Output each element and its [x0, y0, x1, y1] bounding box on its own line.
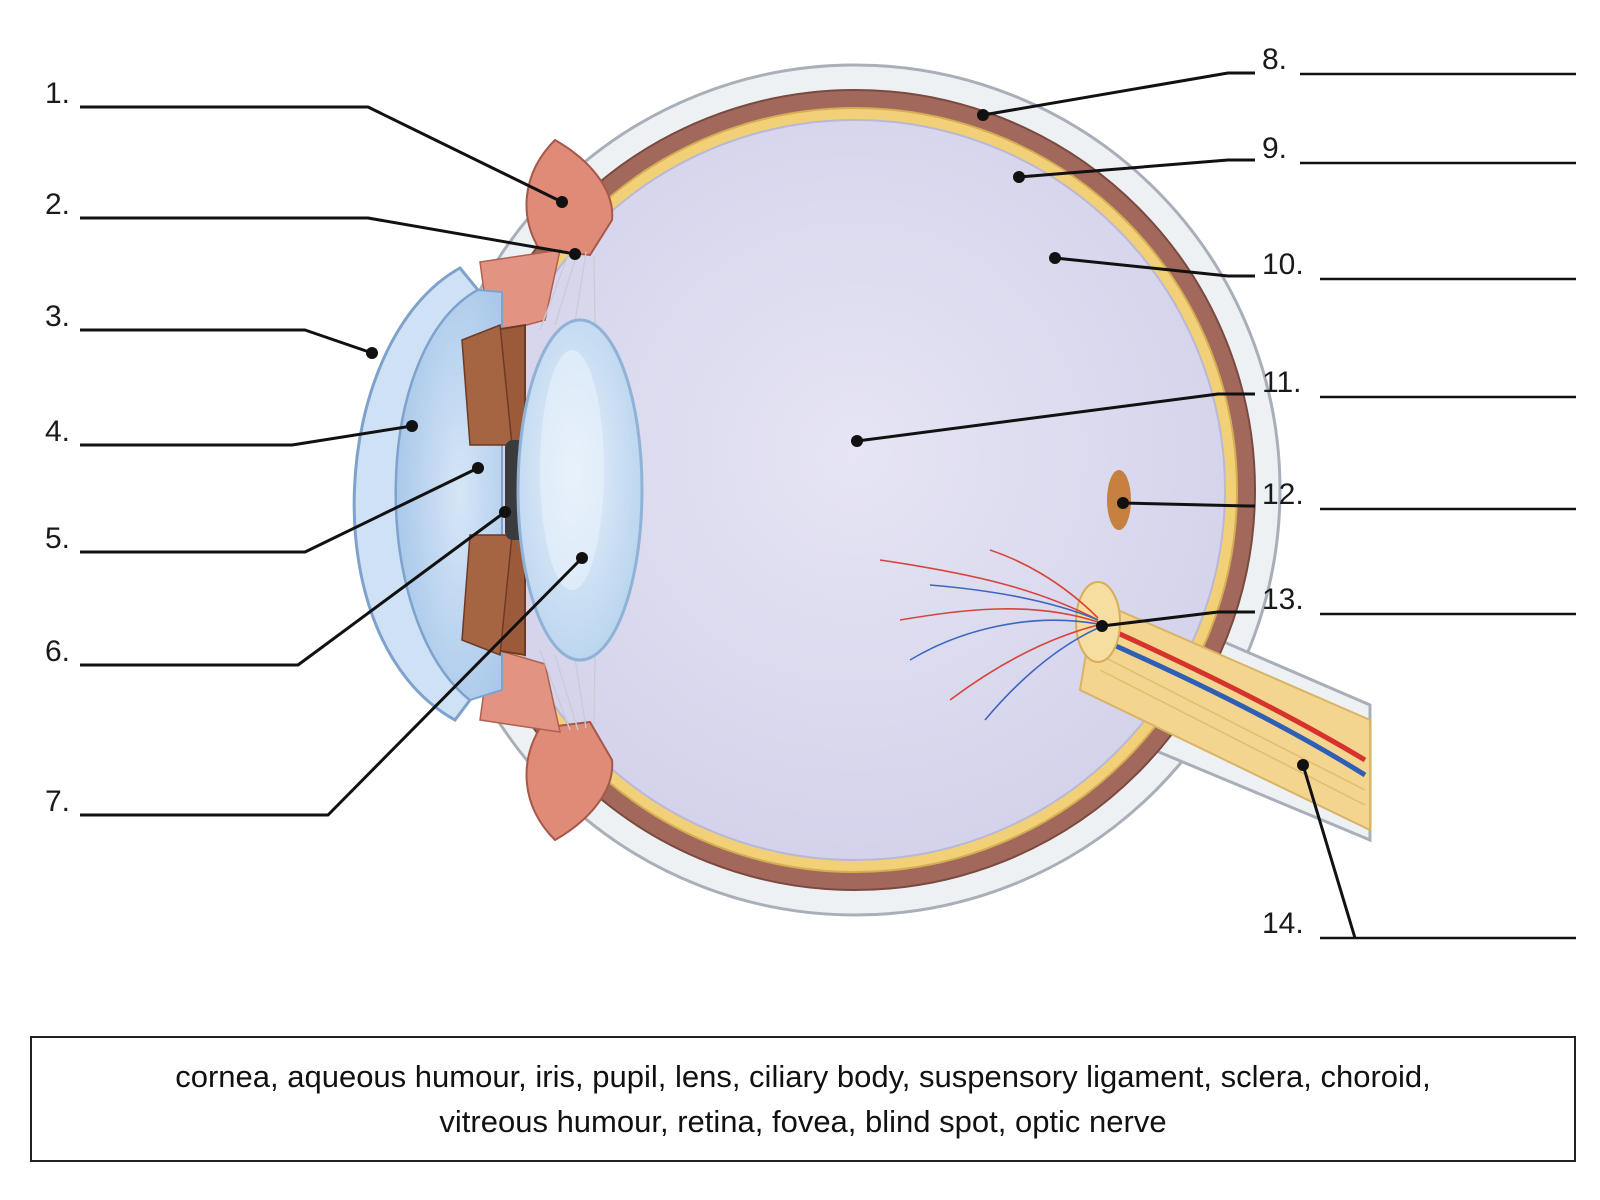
leader-10	[1054, 256, 1255, 278]
label-8: 8.	[1262, 43, 1287, 76]
label-13: 13.	[1262, 583, 1304, 616]
leader-1	[80, 105, 563, 204]
leader-dot-8	[977, 109, 989, 121]
answer-blanks	[1300, 72, 1576, 940]
leader-dot-12	[1117, 497, 1129, 509]
leader-6	[80, 510, 506, 667]
label-2: 2.	[45, 188, 70, 221]
suspensory-ligament	[539, 249, 596, 731]
iris	[461, 323, 526, 657]
leader-dot-4	[406, 420, 418, 432]
lens-highlight	[540, 350, 604, 590]
leader-12	[1122, 501, 1255, 508]
label-5: 5.	[45, 522, 70, 555]
leader-dot-3	[366, 347, 378, 359]
label-12: 12.	[1262, 478, 1304, 511]
leader-dot-11	[851, 435, 863, 447]
number-labels: 1. 2. 3. 4. 5. 6. 7. 8. 9. 10. 11. 12. 1…	[45, 43, 1304, 940]
label-6: 6.	[45, 635, 70, 668]
leader-dot-10	[1049, 252, 1061, 264]
leader-lines	[80, 71, 1357, 939]
leader-dot-7	[576, 552, 588, 564]
leader-13	[1101, 610, 1255, 628]
leader-2	[80, 216, 576, 256]
leader-4	[80, 424, 413, 447]
leader-dot-6	[499, 506, 511, 518]
leader-8	[982, 71, 1255, 117]
leader-dot-2	[569, 248, 581, 260]
optic-nerve	[1078, 598, 1371, 832]
label-11: 11.	[1262, 366, 1301, 399]
leader-7	[80, 556, 584, 817]
label-3: 3.	[45, 300, 70, 333]
label-7: 7.	[45, 785, 70, 818]
label-4: 4.	[45, 415, 70, 448]
word-bank-line-2: vitreous humour, retina, fovea, blind sp…	[439, 1104, 1167, 1139]
leader-9	[1018, 158, 1255, 179]
leader-5	[80, 466, 479, 554]
leader-dot-13	[1096, 620, 1108, 632]
ciliary-body	[479, 138, 614, 842]
leader-dot-1	[556, 196, 568, 208]
label-10: 10.	[1262, 248, 1304, 281]
leader-dot-14	[1297, 759, 1309, 771]
word-bank: cornea, aqueous humour, iris, pupil, len…	[30, 1036, 1576, 1162]
leader-dot-9	[1013, 171, 1025, 183]
label-14: 14.	[1262, 907, 1304, 940]
retinal-vessels	[879, 549, 1099, 721]
leader-dot-5	[472, 462, 484, 474]
label-9: 9.	[1262, 132, 1287, 165]
leader-3	[80, 328, 373, 355]
leader-11	[856, 392, 1255, 443]
word-bank-line-1: cornea, aqueous humour, iris, pupil, len…	[175, 1059, 1431, 1094]
leader-14	[1301, 764, 1357, 939]
label-1: 1.	[45, 77, 70, 110]
